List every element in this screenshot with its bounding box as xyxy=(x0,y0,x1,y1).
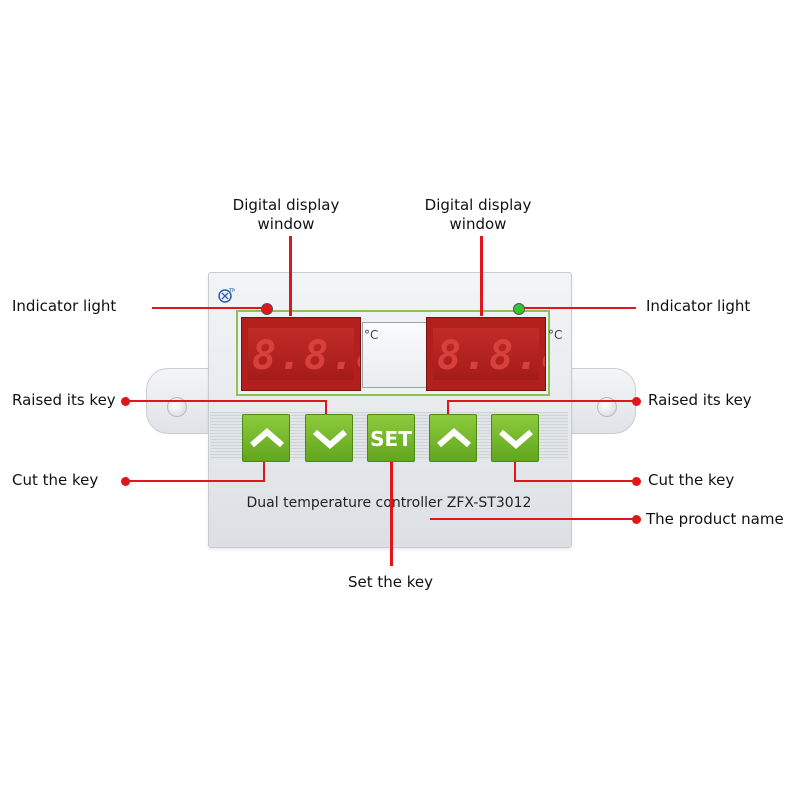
mounting-hole-right xyxy=(597,397,617,417)
set-key-label: SET xyxy=(370,427,412,451)
label-display-left-text: Digital display window xyxy=(232,196,340,233)
unit-left: °C xyxy=(364,328,379,342)
label-raise-left: Raised its key xyxy=(12,391,116,409)
label-cut-right: Cut the key xyxy=(648,471,735,489)
callout-dot-cut-right xyxy=(632,477,641,486)
unit-right: °C xyxy=(548,328,563,342)
device-product-label: Dual temperature controller ZFX-ST3012 xyxy=(246,495,532,511)
callout-line-indicator-right xyxy=(524,307,636,309)
callout-dot-product-name xyxy=(632,515,641,524)
label-display-left: Digital display window xyxy=(206,196,366,234)
callout-line-cut-right xyxy=(514,480,636,482)
label-indicator-left: Indicator light xyxy=(12,297,117,315)
label-raise-right: Raised its key xyxy=(648,391,752,409)
label-set-key: Set the key xyxy=(348,573,434,591)
label-cut-left: Cut the key xyxy=(12,471,99,489)
svg-text:TM: TM xyxy=(228,288,235,294)
label-indicator-right: Indicator light xyxy=(646,297,751,315)
callout-line-product-name xyxy=(430,518,637,520)
chevron-up-icon xyxy=(437,428,471,448)
label-display-right-text: Digital display window xyxy=(424,196,532,233)
callout-line-display-right xyxy=(480,236,483,316)
center-window xyxy=(362,322,428,388)
callout-line-indicator-left xyxy=(152,307,262,309)
callout-dot-raise-right xyxy=(632,397,641,406)
display-left-digits: 8.8.8 xyxy=(252,333,360,379)
callout-line-display-left xyxy=(289,236,292,316)
cut-key-left[interactable] xyxy=(305,414,353,462)
callout-line-cut-left xyxy=(126,480,264,482)
display-right: 8.8.8 xyxy=(426,317,546,391)
chevron-up-icon xyxy=(250,428,284,448)
callout-dot-cut-left xyxy=(121,477,130,486)
display-left: 8.8.8 xyxy=(241,317,361,391)
chevron-down-icon xyxy=(313,429,347,449)
raise-key-right[interactable] xyxy=(429,414,477,462)
display-right-digits: 8.8.8 xyxy=(437,333,545,379)
callout-line-raise-right xyxy=(447,400,637,402)
label-display-right: Digital display window xyxy=(398,196,558,234)
indicator-light-left xyxy=(261,303,273,315)
set-key[interactable]: SET xyxy=(367,414,415,462)
mounting-hole-left xyxy=(167,397,187,417)
brand-logo-icon: TM xyxy=(218,288,235,303)
cut-key-right[interactable] xyxy=(491,414,539,462)
chevron-down-icon xyxy=(499,429,533,449)
callout-dot-raise-left xyxy=(121,397,130,406)
label-product-name: The product name xyxy=(646,510,784,528)
callout-line-set-key xyxy=(390,462,393,566)
callout-line-raise-left xyxy=(126,400,326,402)
indicator-light-right xyxy=(513,303,525,315)
raise-key-left[interactable] xyxy=(242,414,290,462)
